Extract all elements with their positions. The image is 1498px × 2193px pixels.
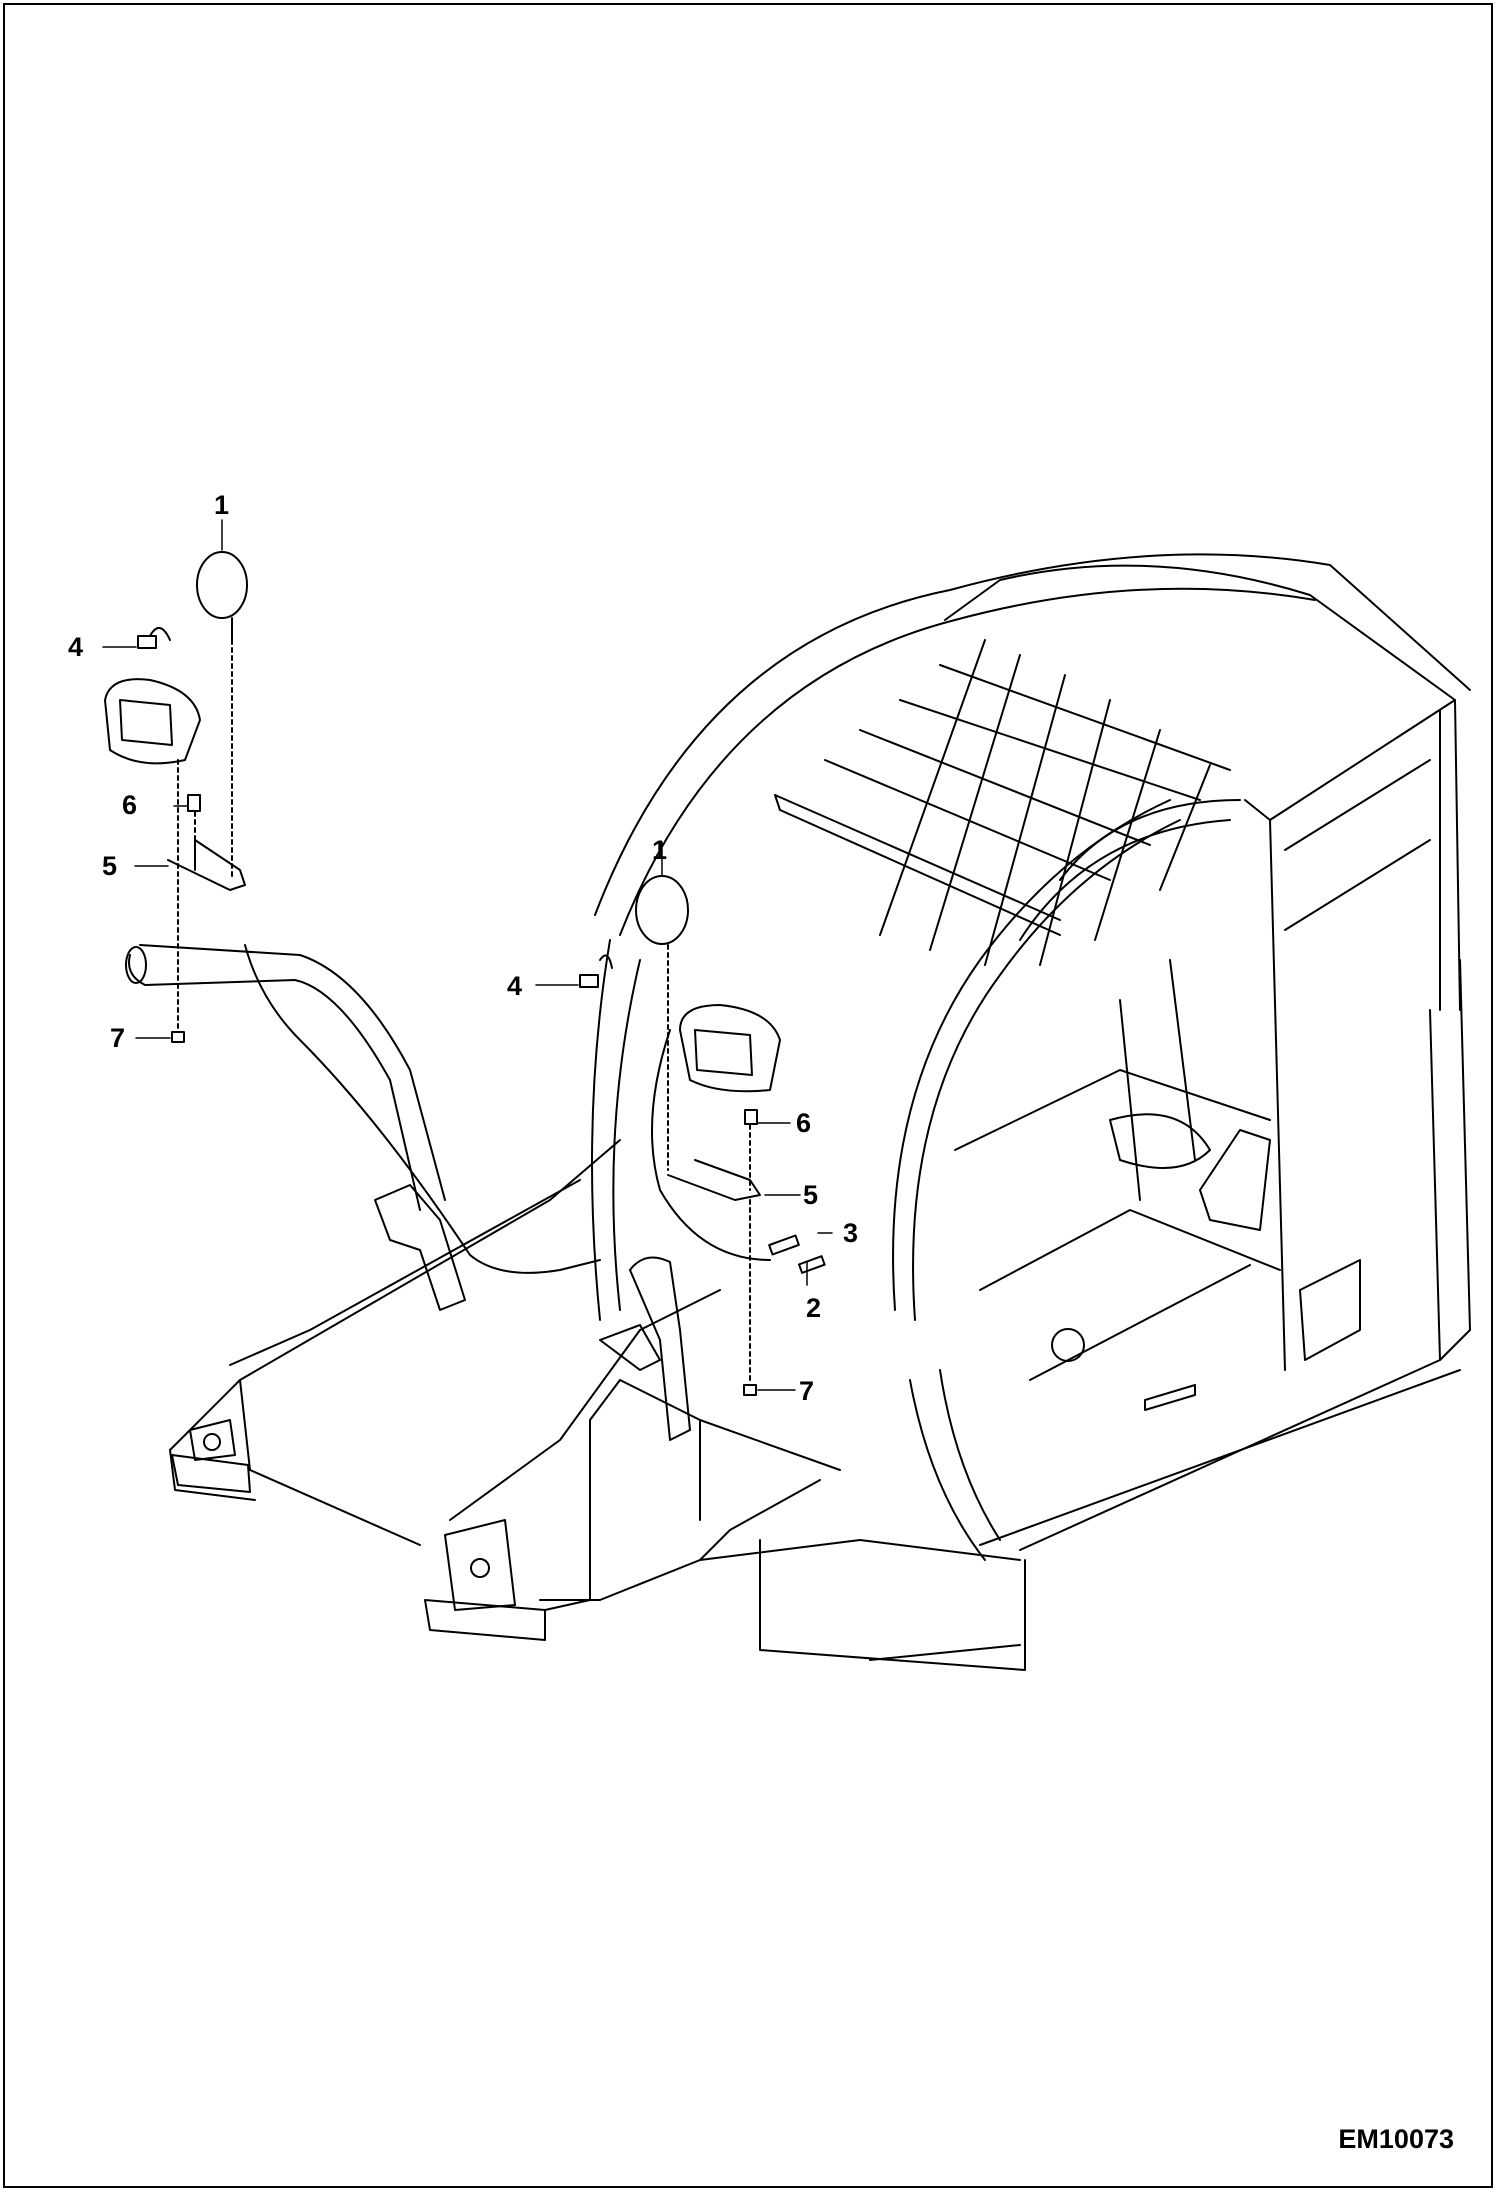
callout-5-left: 5 xyxy=(102,851,118,881)
callout-4-left: 4 xyxy=(68,632,84,662)
callout-7-right: 7 xyxy=(799,1376,815,1406)
left-light-assembly xyxy=(104,551,601,1311)
callout-7-left: 7 xyxy=(110,1023,126,1053)
leader-lines xyxy=(102,519,833,1391)
callout-1-right: 1 xyxy=(652,835,668,865)
callout-3-right: 3 xyxy=(843,1218,859,1248)
roof-guard-grid xyxy=(774,639,1231,966)
chassis-frame xyxy=(169,1139,1026,1671)
callout-2-right: 2 xyxy=(806,1293,822,1323)
callout-6-right: 6 xyxy=(796,1108,812,1138)
callout-1-left: 1 xyxy=(214,490,230,520)
figure-id-label: EM10073 xyxy=(1338,2124,1454,2154)
right-light-assembly xyxy=(579,875,826,1441)
drawing-frame xyxy=(3,3,1493,2188)
callout-5-right: 5 xyxy=(803,1180,819,1210)
cab-structure xyxy=(591,553,1471,1561)
callout-4-right: 4 xyxy=(507,971,523,1001)
callout-6-left: 6 xyxy=(122,790,138,820)
